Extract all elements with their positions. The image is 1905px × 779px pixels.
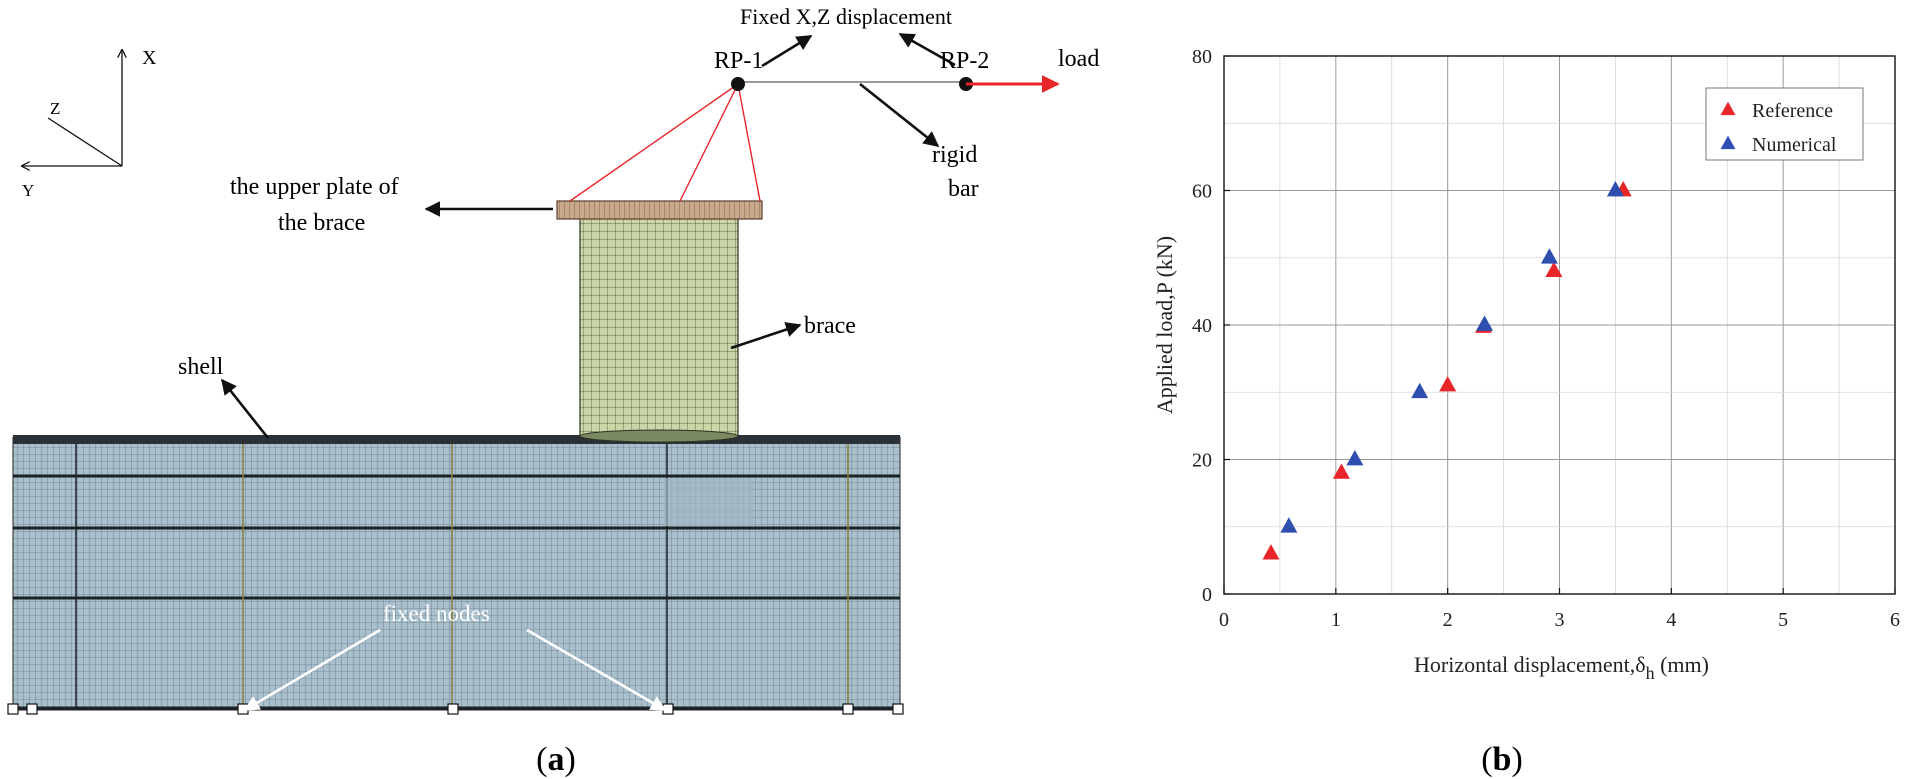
- fixed-nodes-arrow-left: [243, 628, 381, 712]
- load-label: load: [1058, 46, 1099, 72]
- axis-z-label: Z: [50, 99, 60, 118]
- x-tick-label: 2: [1443, 609, 1453, 631]
- rp1-label: RP-1: [714, 48, 763, 74]
- y-axis-label: Applied load,P (kN): [1152, 236, 1177, 414]
- y-tick-label: 80: [1192, 46, 1212, 68]
- fixed-xz-label: Fixed X,Z displacement: [740, 4, 952, 29]
- fixed-nodes-label: fixed nodes: [383, 601, 490, 626]
- caption-b: (b): [1481, 741, 1523, 778]
- x-tick-label: 4: [1666, 609, 1676, 631]
- fixed-nodes-arrow-right: [526, 628, 667, 712]
- x-tick-label: 1: [1331, 609, 1341, 631]
- x-tick-label: 0: [1219, 609, 1229, 631]
- boundary-nodes: [7, 703, 904, 715]
- y-tick-label: 60: [1192, 181, 1212, 203]
- y-tick-label: 20: [1192, 450, 1212, 472]
- data-point-numerical: [1280, 517, 1298, 533]
- coordinate-triad: X Z Y: [22, 47, 157, 200]
- legend-label-reference: Reference: [1752, 100, 1833, 122]
- upper-plate-label-line1: the upper plate of: [230, 174, 399, 200]
- data-point-numerical: [1346, 450, 1364, 466]
- rp2-label: RP-2: [940, 48, 989, 74]
- caption-a: (a): [536, 741, 576, 778]
- axis-y-label: Y: [22, 181, 34, 200]
- data-point-numerical: [1411, 382, 1429, 399]
- coupling-lines: [569, 83, 761, 202]
- shell-arrow: [220, 378, 270, 439]
- rigid-bar-arrow: [859, 82, 940, 148]
- data-point-numerical: [1476, 315, 1494, 331]
- rp1-point: [731, 77, 745, 91]
- brace-arrow: [730, 322, 802, 350]
- data-point-reference: [1439, 376, 1457, 392]
- data-point-numerical: [1540, 248, 1558, 264]
- rigid-label-line1: rigid: [932, 142, 977, 168]
- panel-a: X Z Y: [7, 4, 1099, 778]
- x-tick-label: 6: [1890, 609, 1900, 631]
- brace-label: brace: [804, 313, 856, 339]
- y-tick-label: 0: [1202, 584, 1212, 606]
- data-point-reference: [1545, 261, 1563, 278]
- fixed-arrow-right: [898, 32, 956, 67]
- data-point-reference: [1262, 544, 1280, 560]
- x-tick-label: 5: [1778, 609, 1788, 631]
- legend-label-numerical: Numerical: [1752, 134, 1837, 156]
- upper-plate: [556, 200, 763, 220]
- rigid-label-line2: bar: [948, 176, 979, 202]
- shell-body: [12, 435, 901, 711]
- brace-cylinder: [579, 217, 739, 443]
- data-point-reference: [1332, 463, 1350, 479]
- y-tick-label: 40: [1192, 315, 1212, 337]
- axis-x-label: X: [142, 47, 157, 69]
- x-tick-label: 3: [1555, 609, 1565, 631]
- fixed-arrow-left: [761, 34, 813, 68]
- legend-marker-reference: [1720, 101, 1736, 116]
- legend-marker-numerical: [1720, 135, 1736, 150]
- upper-plate-label-line2: the brace: [278, 210, 365, 236]
- x-axis-label: Horizontal displacement,δh (mm): [1414, 652, 1709, 683]
- shell-label: shell: [178, 354, 224, 380]
- data-point-numerical: [1606, 181, 1624, 197]
